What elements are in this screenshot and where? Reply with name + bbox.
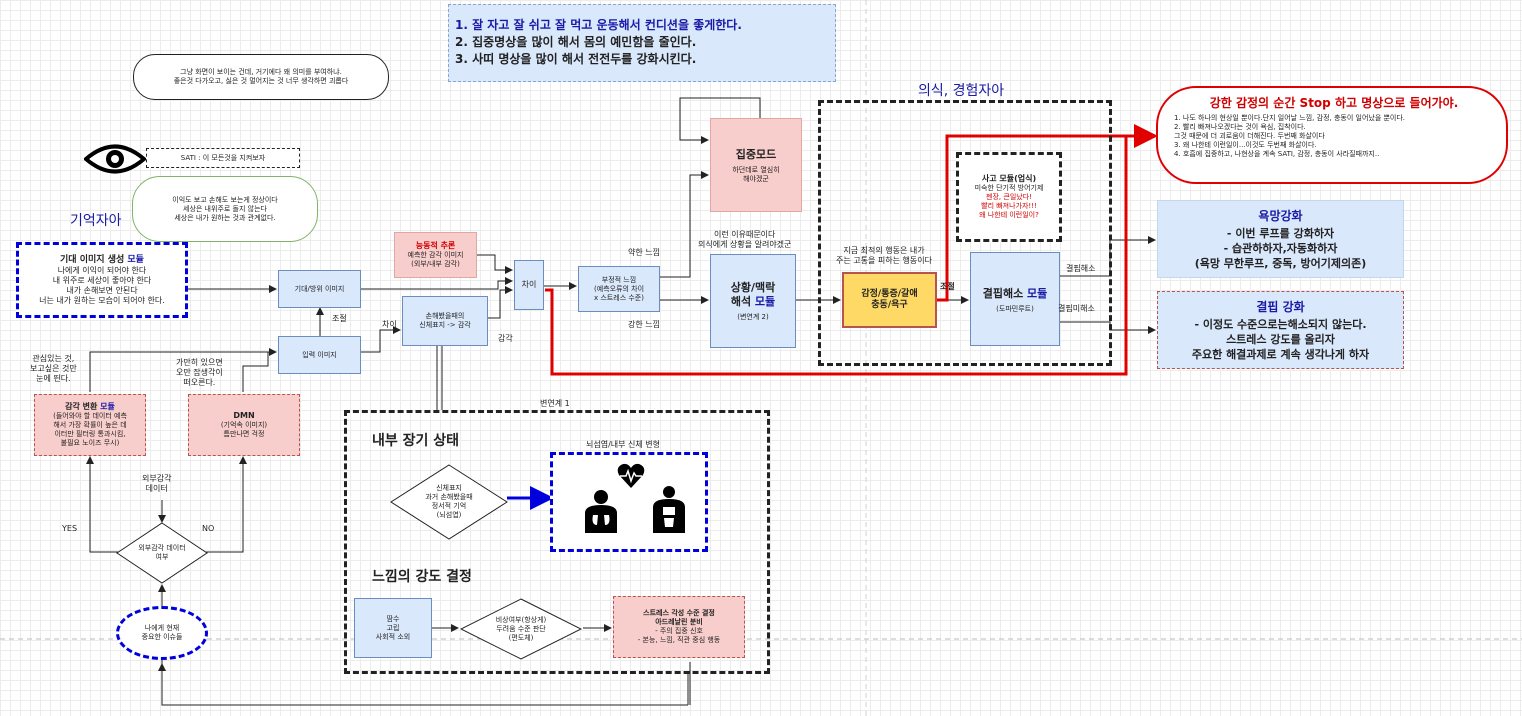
stop-note-title-pre: 강한 감정의 순간 [1209,96,1300,110]
top-note-line3: 3. 사띠 명상을 많이 해서 전전두를 강화시킨다. [455,52,697,66]
context-note: 이런 이유때문이다 의식에게 상황을 알려야겠군 [698,230,792,249]
stress-box: 스트레스 각성 수준 결정 아드레날린 분비 - 주의 집중 신호 - 본능, … [613,596,745,658]
expect-module: 기대 이미지 생성 모듈 나에게 이익이 되어야 한다 내 위주로 세상이 좋아… [16,242,188,318]
desire-reinforce-box: 욕망강화 - 이번 루프를 강화하자 - 습관하하자,자동화하자 (욕망 무한루… [1157,200,1404,278]
active-inference-title: 능동적 추론 [415,241,456,250]
thought-module-red: 젠장, 큰일났다! 빨리 빠져나가자!!! 왜 나한테 이런일이? [979,193,1039,219]
limbic-region [344,410,770,674]
attention-note: 관심있는 것, 보고싶은 것만 눈에 띈다. [30,354,77,383]
insula-box [550,452,708,552]
desire-title: 욕망강화 [1258,209,1303,223]
emotion-box: 감정/통증/갈애 충동/욕구 [842,272,937,328]
craving-module-box: 결핍해소 모듈 (도파민루트) [970,252,1060,346]
top-note-line2: 2. 집중명상을 많이 해서 몸의 예민함을 줄인다. [455,35,697,49]
expect-module-word: 모듈 [127,254,144,265]
eye-icon [82,142,148,176]
strong-feeling-label: 강한 느낌 [628,320,660,329]
stop-note-item: 4. 호흡에 집중하고, 나현상을 계속 SATI, 감정, 충동이 사라질때까… [1174,150,1380,158]
diff-box: 차이 [514,260,544,310]
desire-body: - 이번 루프를 강화하자 - 습관하하자,자동화하자 (욕망 무한루프, 중독… [1194,227,1367,270]
conscious-self-title: 의식, 경험자아 [918,83,1005,99]
craving-module-body: (도파민루트) [996,304,1034,313]
lack-reinforce-box: 결핍 강화 - 이정도 수준으로는해소되지 않는다. 스트레스 강도를 올리자 … [1157,291,1404,369]
active-inference-body: 예측한 감각 이미지 (외부/내부 감각) [407,251,464,268]
lungs-person-icon [579,489,623,533]
weak-feeling-label: 약한 느낌 [628,248,660,257]
context-module-word: 모듈 [754,294,776,308]
stop-note-item: 2. 빨리 빠져나오겠다는 것이 욕심, 집착이다. 그것 때문에 더 괴로움이… [1174,123,1325,140]
focus-mode-box: 집중모드 하던데로 열심히 해야겠군 [710,118,802,212]
body-marker-diamond: 신체표지 과거 손해봤을때 정서적 기억 (뇌섬엽) [390,464,508,540]
sense-module-body: (들어와야 할 데이터 예측 해서 가장 확률이 높은 데 이터만 필터링 통과… [53,412,127,447]
insula-title: 뇌섬엽/내부 신체 변형 [586,440,661,449]
adjust-label-right: 조절 [940,282,955,291]
stop-note-item: 3. 왜 나한테 이런일이...이것도 두번째 화살이다. [1174,141,1317,149]
screen-note: 그냥 화면이 보이는 건데, 거기에다 왜 의미를 부여하냐. 좋은것 다가오고… [133,54,389,100]
limbic-label: 변연계 1 [540,399,570,408]
loss-body-marker-box: 손해봤을때의 신체표지 -> 감각 [402,296,488,346]
green-note: 이익도 보고 손해도 보는게 정상이다 세상은 내위주로 돌지 않는다 세상은 … [132,176,318,242]
stop-note-item: 1. 나도 하나의 현상일 뿐이다.단지 일어날 느낌, 감정, 충동이 일어났… [1174,114,1406,122]
sense-module-title: 감각 변환 [65,402,101,411]
dmn-title: DMN [233,411,255,420]
sense-module-word: 모듈 [100,402,115,411]
yes-label: YES [62,524,78,533]
resolved-label: 결핍해소 [1066,264,1096,273]
diff-left-label: 차이 [382,320,397,329]
expect-module-body: 나에게 이익이 되어야 한다 내 위주로 세상이 좋아야 한다 내가 손해보면 … [39,265,165,305]
thought-module-box: 사고 모듈(업식) 미숙한 단기적 방어기제 젠장, 큰일났다! 빨리 빠져나가… [956,152,1062,242]
lack-body: - 이정도 수준으로는해소되지 않는다. 스트레스 강도를 올리자 주요한 해결… [1191,318,1370,361]
stop-note: 강한 감정의 순간 Stop 하고 명상으로 들어가야. 1. 나도 하나의 현… [1156,86,1508,184]
sense-conversion-module: 감각 변환 모듈 (들어와야 할 데이터 예측 해서 가장 확률이 높은 데 이… [34,394,146,456]
unresolved-label: 결핍미해소 [1058,304,1095,313]
top-note: 1. 잘 자고 잘 쉬고 잘 먹고 운동해서 컨디션을 좋게한다. 2. 집중명… [448,4,836,82]
stress-title: 스트레스 각성 수준 결정 [643,609,715,617]
expect-module-title: 기대 이미지 생성 [60,254,128,265]
no-label: NO [202,524,215,533]
emergency-diamond: 비상여부(항상게) 두려움 수준 판단 (편도체) [459,598,583,660]
thought-module-title: 사고 모듈(업식) [981,174,1037,183]
expect-image-box: 기대/방위 이미지 [278,270,361,308]
stop-note-title-post: 하고 명상으로 들어가야. [1330,96,1459,110]
now-best-label: 지금 최적의 행동은 내가 주는 고통을 피하는 행동이다 [836,246,932,265]
external-data-label: 외부감각 데이터 [142,474,172,493]
heart-pulse-icon [617,463,645,489]
memory-self-title: 기억자아 [70,213,122,229]
dmn-box: DMN (기억속 이미지) 틈만나면 걱정 [188,394,300,456]
sense-label: 감각 [498,334,513,343]
focus-mode-title: 집중모드 [735,148,777,161]
emergency-text: 비상여부(항상게) 두려움 수준 판단 (편도체) [495,615,547,642]
context-module-body: (변연계 2) [737,312,769,321]
context-module-box: 상황/맥락 해석 모듈 (변연계 2) [710,254,796,348]
lack-title: 결핍 강화 [1256,300,1305,314]
decision-text: 외부감각 데이터 여부 [138,544,186,561]
focus-mode-body: 하던데로 열심히 해야겠군 [732,166,780,183]
stress-body: - 주의 집중 신호 - 본능, 느낌, 직관 중심 행동 [637,627,721,644]
inner-state-title: 내부 장기 상태 [372,433,460,449]
thought-module-body: 미숙한 단기적 방어기제 [974,184,1044,192]
body-organs-icon [649,485,689,533]
craving-module-word: 모듈 [1027,286,1048,300]
decision-diamond: 외부감각 데이터 여부 [116,522,208,584]
body-marker-text: 신체표지 과거 손해봤을때 정서적 기억 (뇌섬엽) [425,484,473,519]
issue-note: 나에게 현재 중요한 이슈들 [116,606,208,660]
negative-feeling-box: 부정적 느낌 (예측오류의 차이 x 스트레스 수준) [578,266,660,312]
conscious-region [818,100,1112,366]
craving-module-title: 결핍해소 [982,286,1028,300]
pain-box: 땀수 고립 사회적 소외 [354,598,432,658]
top-note-line1: 1. 잘 자고 잘 쉬고 잘 먹고 운동해서 컨디션을 좋게한다. [455,18,742,32]
intensity-title: 느낌의 강도 결정 [372,569,472,585]
context-module-title: 상황/맥락 해석 [730,280,776,308]
input-image-box: 입력 이미지 [278,336,361,374]
active-inference-box: 능동적 추론 예측한 감각 이미지 (외부/내부 감각) [394,232,477,278]
adjust-label-left: 조절 [332,314,347,323]
dmn-body: (기억속 이미지) 틈만나면 걱정 [220,421,268,438]
stop-note-title-stop: Stop [1299,96,1331,110]
stress-line2: 아드레날린 분비 [655,618,703,626]
sati-label: SATI : 이 모든것을 지켜보자 [146,148,300,168]
filter-note: 가만히 있으면 오만 잡생각이 떠오른다. [176,358,223,387]
